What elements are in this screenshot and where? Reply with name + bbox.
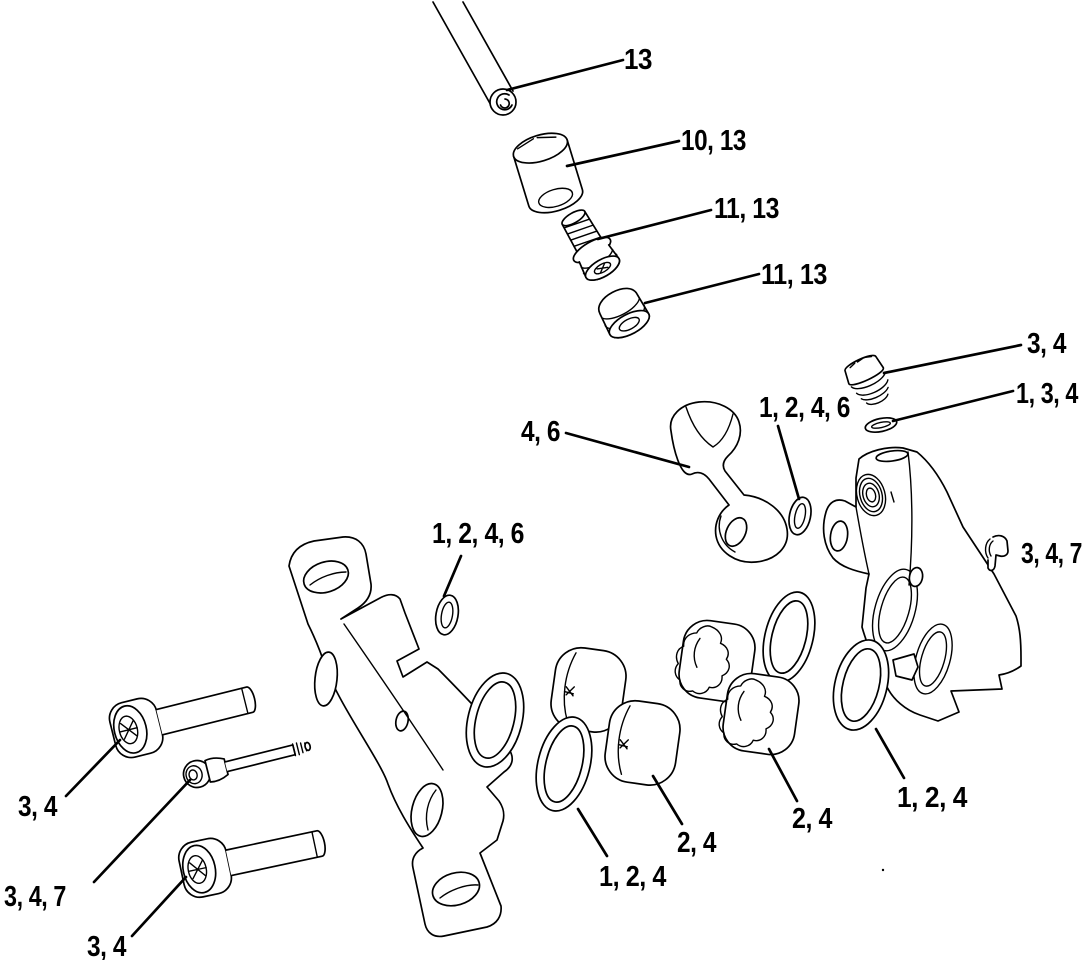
callout-labels: 13 10, 13 11, 13 11, 13 3, 4 1, 3, 4 1, … [4, 44, 1083, 960]
leader-line [776, 424, 801, 501]
pad-clip [984, 534, 1009, 572]
speck [881, 868, 885, 872]
leader-line [130, 875, 188, 938]
callout-pad-pin: 3, 4, 7 [4, 881, 66, 913]
leader-line [651, 774, 684, 826]
piston-seal [762, 591, 816, 683]
banjo-o-ring-right [788, 496, 812, 536]
callout-hose: 13 [624, 44, 652, 76]
callout-seal-center: 1, 2, 4 [599, 861, 666, 893]
leader-line [643, 272, 761, 305]
piston-seal [535, 716, 593, 812]
callout-o-ring-left: 1, 2, 4, 6 [432, 518, 524, 550]
hose-fitting [512, 132, 584, 214]
leader-line [874, 727, 906, 780]
callout-hose-link: 4, 6 [521, 416, 560, 448]
leader-line [596, 208, 713, 241]
piston-seal [465, 672, 525, 768]
callout-o-ring-right: 1, 2, 4, 6 [759, 392, 850, 424]
leader-line [505, 58, 625, 92]
mounting-bolt-upper [105, 670, 263, 762]
compression-screw [561, 209, 621, 281]
callout-piston-right: 2, 4 [792, 803, 832, 835]
compression-nut [597, 287, 651, 339]
brake-hose [432, 1, 517, 116]
banjo-o-ring-left [434, 594, 460, 636]
pad-pin-bolt [182, 741, 312, 789]
callout-bleed-o-ring: 1, 3, 4 [1016, 378, 1078, 410]
piston-smooth [604, 699, 681, 786]
bleed-screw [844, 354, 889, 406]
leader-line [442, 554, 463, 598]
leader-line [92, 778, 192, 884]
callout-seal-right: 1, 2, 4 [897, 782, 967, 814]
leader-line [576, 807, 609, 858]
callout-compression-screw: 11, 13 [714, 193, 779, 225]
leader-line [564, 431, 691, 469]
callout-bolt-lower: 3, 4 [87, 931, 126, 960]
hose-link [669, 400, 789, 563]
callout-bolt-upper: 3, 4 [18, 791, 57, 823]
leader-line [882, 343, 1023, 375]
bleed-o-ring [864, 416, 898, 434]
caliper-half-left [288, 536, 514, 938]
leader-lines [64, 58, 1023, 938]
callout-piston-center: 2, 4 [677, 827, 716, 859]
piston-scalloped [718, 672, 800, 756]
callout-bleed-screw: 3, 4 [1027, 328, 1066, 360]
callout-pad-clip: 3, 4, 7 [1021, 538, 1082, 570]
callout-compression-nut: 11, 13 [761, 259, 827, 291]
callout-hose-fitting: 10, 13 [681, 125, 746, 157]
leader-line [891, 389, 1015, 423]
leader-line [64, 738, 122, 798]
piston-seal [832, 639, 890, 731]
leader-line [767, 747, 799, 803]
mounting-bolt-lower [174, 814, 332, 902]
leader-line [565, 139, 681, 168]
